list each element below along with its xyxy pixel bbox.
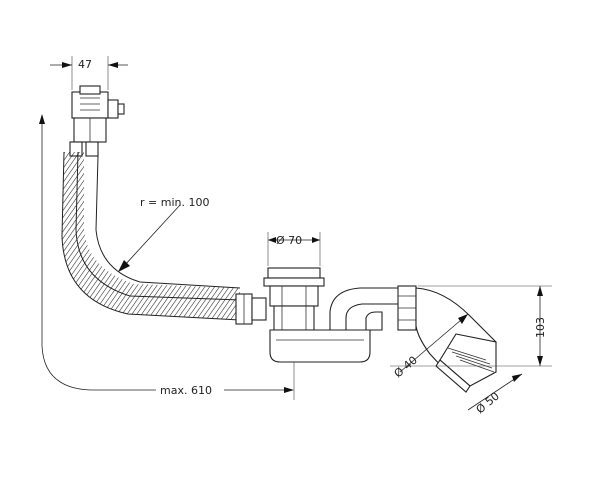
dimension-103: 103 (390, 285, 552, 367)
label-diameter-40: Ø 40 (392, 354, 420, 381)
label-diameter-70: Ø 70 (276, 234, 302, 247)
label-width-47: 47 (78, 58, 92, 71)
label-max-610: max. 610 (160, 384, 212, 397)
label-diameter-50: Ø 50 (474, 390, 502, 417)
dimension-47: 47 (50, 56, 128, 90)
label-height-103: 103 (534, 317, 547, 338)
outlet-pipe (415, 287, 497, 393)
hose-coupling (235, 293, 267, 325)
siphon-trap (329, 287, 401, 331)
label-radius: r = min. 100 (140, 196, 209, 209)
drain-body (263, 267, 371, 363)
overflow-head (69, 85, 125, 157)
dimension-max-610: max. 610 (39, 114, 295, 400)
corrugated-hose (61, 151, 241, 321)
outlet-union (397, 285, 417, 331)
radius-leader: r = min. 100 (118, 196, 209, 272)
dimension-diameter-70: Ø 70 (267, 232, 321, 266)
